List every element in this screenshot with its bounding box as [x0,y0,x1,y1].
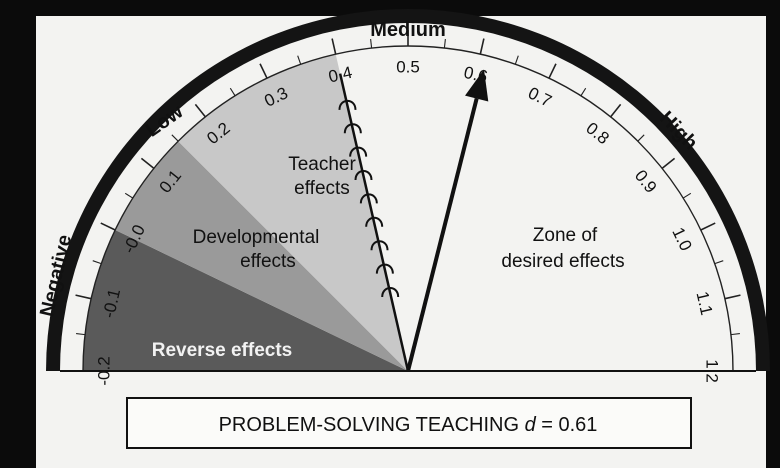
teacher-effects-label-line2: effects [294,178,350,199]
minor-tick [76,333,86,336]
minor-tick [370,39,373,49]
desired-effects-label-line1: Zone of [533,225,598,246]
reverse-effects-label: Reverse effects [152,340,292,361]
hinge-hook [349,146,368,157]
teacher-effects-wedge [178,54,408,371]
major-tick [140,157,155,169]
minor-tick [92,260,102,265]
effect-arrow-shaft [406,98,479,372]
effect-arrow-head [465,69,489,102]
minor-tick [637,134,645,142]
hinge-hook [359,193,378,204]
hinge-hook [338,99,357,110]
minor-tick [229,87,236,97]
reverse-effects-wedge [83,229,408,371]
major-tick [610,103,622,118]
hinge-hook [354,170,373,181]
hinge-hook [343,123,362,134]
tick-marks [67,30,749,372]
minor-tick [514,55,519,65]
hinge-hook [375,263,394,274]
caption-prefix: PROBLEM-SOLVING TEACHING [219,414,525,436]
hinge-hook [365,216,384,227]
caption-value: = 0.61 [536,414,598,436]
major-tick [331,38,337,55]
teacher-effects-label-line1: Teacher [288,154,356,175]
minor-tick [124,192,134,199]
major-tick [100,222,116,231]
major-tick [75,294,92,300]
major-tick [194,103,206,118]
caption-symbol: d [525,414,537,436]
minor-tick [730,333,740,336]
zone-wedges [83,54,408,371]
hinge-hook [381,287,400,298]
developmental-effects-label-line1: Developmental [193,227,320,248]
minor-tick [297,55,302,65]
minor-tick [443,39,446,49]
developmental-effects-wedge [115,141,408,371]
band-label-medium: Medium [370,19,446,41]
caption-box [126,397,692,449]
minor-tick [682,192,692,199]
major-tick [259,63,268,79]
major-tick [700,222,716,231]
minor-tick [171,134,179,142]
desired-effects-label-line2: desired effects [501,251,624,272]
hinge-hooks [338,99,400,298]
caption-text: PROBLEM-SOLVING TEACHING d = 0.61 [219,414,598,436]
major-tick [661,157,676,169]
tick-label: 1.1 [693,290,717,317]
major-tick [548,63,557,79]
major-tick [724,294,741,300]
developmental-effects-label-line2: effects [240,251,296,272]
hinge-hook [370,240,389,251]
major-tick [479,38,485,55]
tick-label: 0.5 [396,57,420,76]
minor-tick [714,260,724,265]
hinge-spine [338,73,410,372]
minor-tick [580,87,587,97]
